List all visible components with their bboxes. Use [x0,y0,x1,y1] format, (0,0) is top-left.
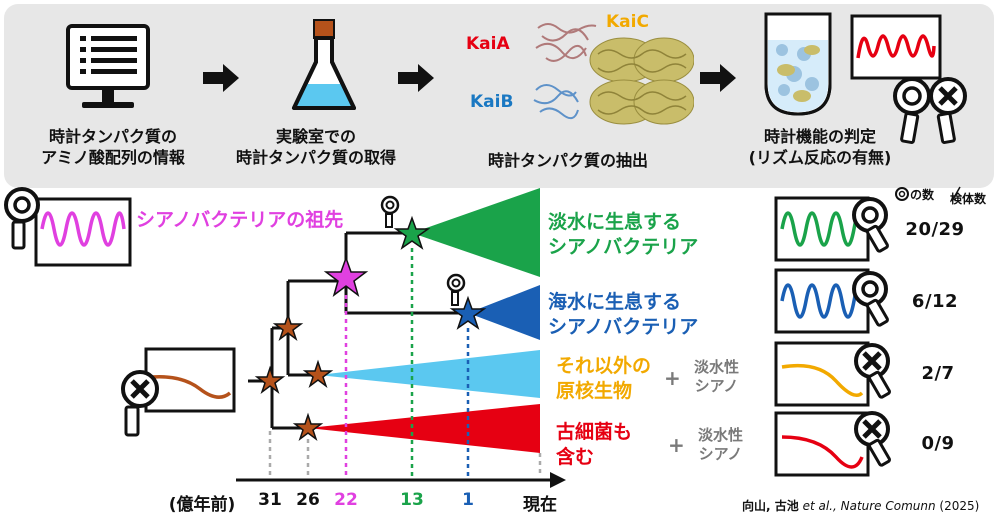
freshwater-cyano-note-2-line2: シアノ [698,445,743,463]
computer-monitor-icon [66,24,150,108]
star-node-archaea [292,412,324,442]
axis-tick-26: 26 [296,490,320,510]
step-1-line2: アミノ酸配列の情報 [41,148,185,167]
freshwater-cyano-note-1-line2: シアノ [694,377,739,395]
axis-tick-22: 22 [334,490,358,510]
phylogeny-diagram [4,186,961,488]
axis-tick-31: 31 [258,490,282,510]
star-node-1 [449,295,487,330]
rhythm-graph [850,14,942,80]
star-node-22 [323,255,369,297]
step-4-caption: 時計機能の判定 (リズム反応の有無) [749,126,892,168]
flask-icon [292,19,356,110]
step-1-line1: 時計タンパク質の [48,127,177,146]
kaic-label: KaiC [606,12,649,32]
group-archaea-line2: 含む [556,446,595,468]
results-header-right: 検体数 [950,192,987,206]
step-2-line1: 実験室での [275,127,357,146]
freshwater-cyano-note-2-line1: 淡水性 [698,426,744,444]
magnifier-check-icon [4,187,40,250]
group-archaea-line1: 古細菌も [556,421,633,443]
star-node-31 [254,365,286,395]
freshwater-cyano-note-1: 淡水性 シアノ [694,358,739,396]
group-other-line1: それ以外の [556,355,652,377]
magnifier-yes-no-icon [893,77,967,144]
step-3-line1: 時計タンパク質の抽出 [487,151,649,170]
group-freshwater-line1: 淡水に生息する [548,211,682,233]
citation-etal: et al., [798,499,841,513]
plus-sign: + [664,366,681,390]
star-node-26a [272,312,304,342]
magnifier-cross-icon [121,370,159,437]
step-2-caption: 実験室での 時計タンパク質の取得 [236,126,396,168]
star-node-26b [302,359,334,389]
group-freshwater-line2: シアノバクテリア [548,236,699,258]
group-other-line2: 原核生物 [556,380,633,402]
step-4-line2: (リズム反応の有無) [748,148,892,167]
group-archaea-label: 古細菌も 含む [556,420,632,470]
group-other-label: それ以外の 原核生物 [556,354,651,404]
citation-authors: 向山, 古池 [742,499,799,513]
kaib-label: KaiB [470,92,514,112]
step-4-line1: 時計機能の判定 [763,127,877,146]
citation-year: (2025) [935,499,980,513]
group-marine-line1: 海水に生息する [548,291,682,313]
arrow-right-icon [398,64,434,92]
kaia-label: KaiA [466,34,510,54]
step-1-caption: 時計タンパク質の アミノ酸配列の情報 [41,126,185,168]
protein-structures-image [533,23,694,125]
plus-sign: + [668,433,685,457]
axis-unit-label: (億年前) [168,495,236,515]
results-header-left: の数 [910,188,935,202]
arrow-right-icon [203,64,239,92]
result-ratio-archaea: 0/9 [921,433,955,454]
freshwater-cyano-note-2: 淡水性 シアノ [698,426,743,464]
test-tube-icon [764,12,832,116]
step-3-caption: 時計タンパク質の抽出 [488,150,648,171]
result-ratio-other: 2/7 [921,363,955,384]
group-marine-label: 海水に生息する シアノバクテリア [548,290,698,340]
axis-tick-1: 1 [462,490,474,510]
magnifier-small-icon [380,195,466,306]
arrow-right-icon [700,64,736,92]
result-ratio-freshwater: 20/29 [905,219,965,240]
step-2-line2: 時計タンパク質の取得 [235,148,397,167]
result-ratio-marine: 6/12 [911,291,959,312]
group-marine-line2: シアノバクテリア [548,316,699,338]
citation-journal: Nature Comunn [840,499,936,513]
axis-tick-13: 13 [400,490,424,510]
star-node-13 [393,215,431,250]
citation: 向山, 古池 et al., Nature Comunn (2025) [742,497,979,514]
group-freshwater-label: 淡水に生息する シアノバクテリア [548,210,698,260]
axis-tick-now: 現在 [523,495,557,515]
ancestor-label: シアノバクテリアの祖先 [136,209,344,231]
header-magnifier-icon [895,187,909,201]
freshwater-cyano-note-1-line1: 淡水性 [694,358,740,376]
